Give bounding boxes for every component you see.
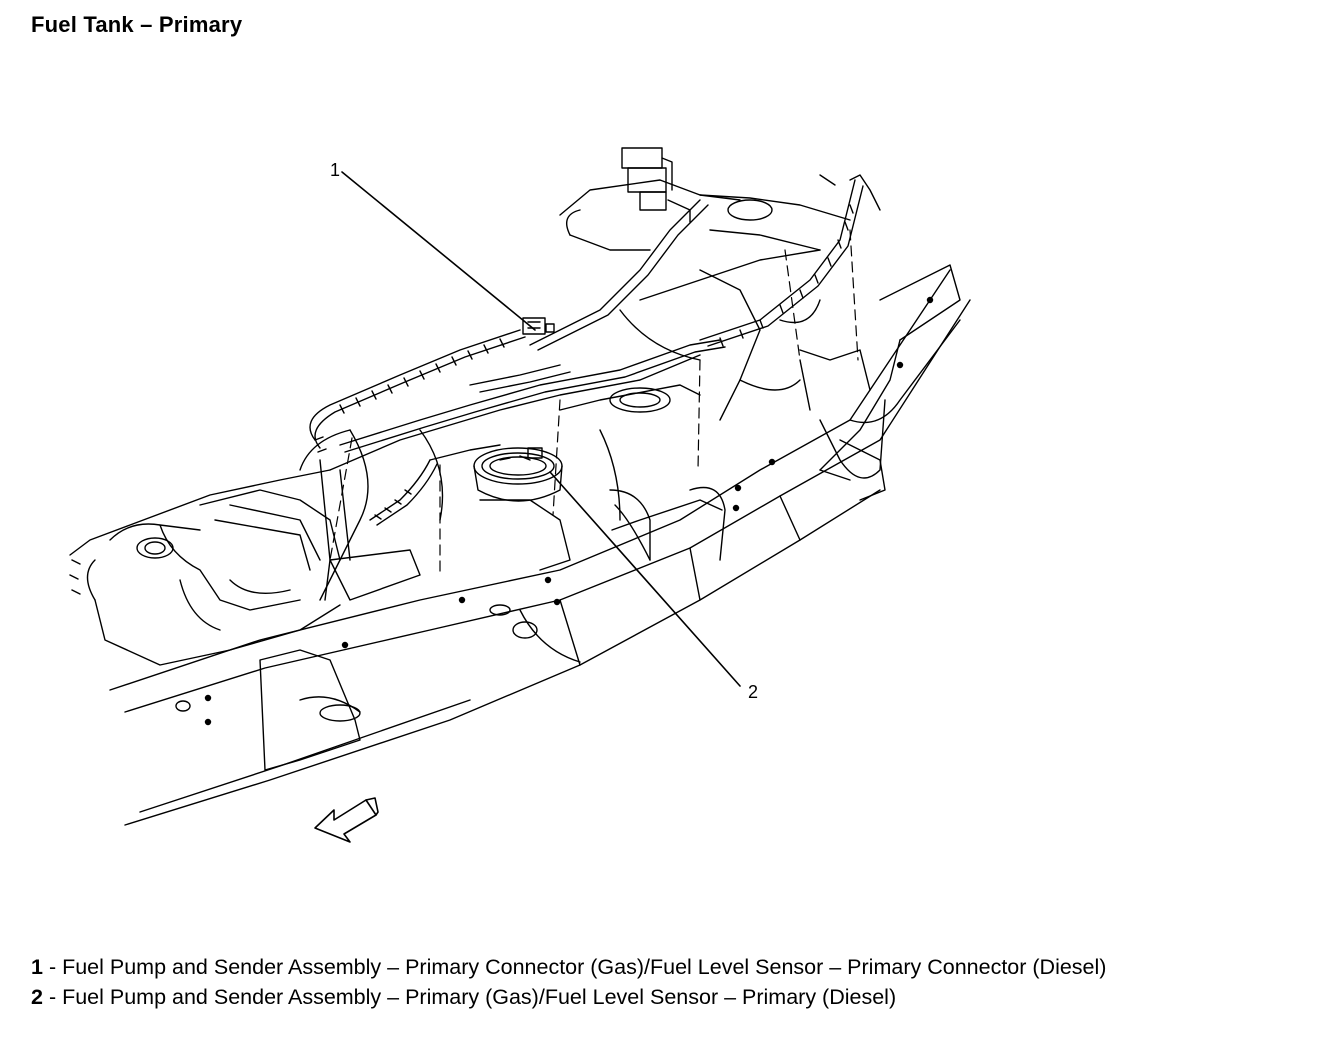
wiring-harness xyxy=(69,174,881,595)
legend-item-number: 2 xyxy=(31,985,43,1009)
tank-straps xyxy=(259,349,871,771)
legend-item-separator: - xyxy=(42,985,63,1009)
page-title: Fuel Tank – Primary xyxy=(31,12,243,37)
legend-item: 1 - Fuel Pump and Sender Assembly – Prim… xyxy=(31,952,1106,982)
fuel-pump-sender-module xyxy=(473,447,563,502)
legend-item: 2 - Fuel Pump and Sender Assembly – Prim… xyxy=(31,982,1106,1012)
rear-crossmember xyxy=(559,179,961,501)
legend: 1 - Fuel Pump and Sender Assembly – Prim… xyxy=(31,952,1106,1012)
forward-direction-arrow-icon xyxy=(314,797,379,843)
callout-1: 1 xyxy=(330,160,340,180)
callout-2: 2 xyxy=(748,682,758,702)
fuel-tank-diagram: 1 2 xyxy=(69,147,971,843)
legend-item-separator: - xyxy=(42,955,63,979)
legend-item-text: Fuel Pump and Sender Assembly – Primary … xyxy=(62,985,897,1009)
legend-item-number: 1 xyxy=(31,955,43,979)
installation-lines xyxy=(329,229,859,576)
legend-item-text: Fuel Pump and Sender Assembly – Primary … xyxy=(62,955,1107,979)
fuel-pump-connector xyxy=(522,317,555,335)
frame-rail xyxy=(109,269,971,826)
callout-leaders xyxy=(341,171,741,687)
upper-connector-block xyxy=(621,147,691,223)
fuel-tank xyxy=(69,249,886,666)
